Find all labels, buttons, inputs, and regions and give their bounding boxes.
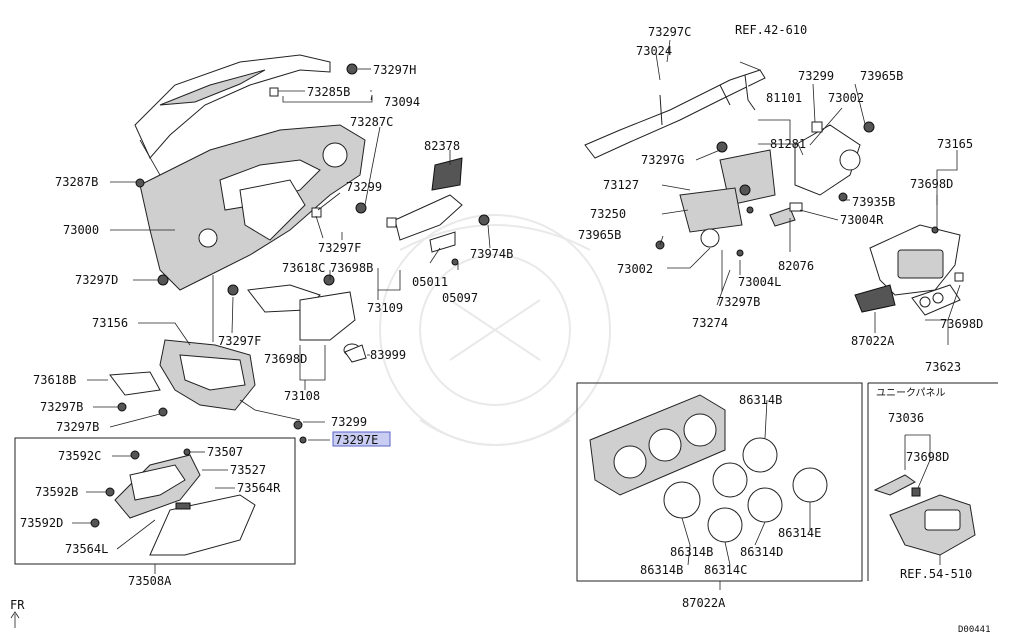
callout-labels: 73297H 73285B 73094 73287C 73287B 73000 … bbox=[10, 23, 991, 635]
label-fr: FR bbox=[10, 598, 25, 612]
label-73285B: 73285B bbox=[307, 85, 350, 99]
label-73002-top: 73002 bbox=[828, 91, 864, 105]
label-73564R: 73564R bbox=[237, 481, 281, 495]
label-82378: 82378 bbox=[424, 139, 460, 153]
label-73297F-mid: 73297F bbox=[318, 241, 361, 255]
label-73109: 73109 bbox=[367, 301, 403, 315]
center-console-frame bbox=[159, 339, 256, 411]
label-73156: 73156 bbox=[92, 316, 128, 330]
label-73287B: 73287B bbox=[55, 175, 98, 189]
label-73165: 73165 bbox=[937, 137, 973, 151]
label-73623: 73623 bbox=[925, 360, 961, 374]
label-05097: 05097 bbox=[442, 291, 478, 305]
label-73002-low: 73002 bbox=[617, 262, 653, 276]
label-86314B-bot: 86314B bbox=[640, 563, 683, 577]
label-73299-low: 73299 bbox=[331, 415, 367, 429]
label-73965B-top: 73965B bbox=[860, 69, 903, 83]
dashboard-main-panel bbox=[139, 124, 366, 291]
label-73299: 73299 bbox=[346, 180, 382, 194]
glovebox-parts bbox=[72, 448, 256, 574]
label-05011: 05011 bbox=[412, 275, 448, 289]
label-73698D-u: 73698D bbox=[906, 450, 949, 464]
label-73592D: 73592D bbox=[20, 516, 63, 530]
label-73297F-low: 73297F bbox=[218, 334, 261, 348]
label-73297G: 73297G bbox=[641, 153, 684, 167]
steering-support-member bbox=[584, 39, 766, 159]
label-73299-r: 73299 bbox=[798, 69, 834, 83]
label-73094: 73094 bbox=[384, 95, 420, 109]
side-panel-82378 bbox=[394, 157, 463, 253]
label-73297H: 73297H bbox=[373, 63, 416, 77]
label-73507: 73507 bbox=[207, 445, 243, 459]
label-73127: 73127 bbox=[603, 178, 639, 192]
label-81101: 81101 bbox=[766, 91, 802, 105]
label-73000: 73000 bbox=[63, 223, 99, 237]
label-73618B: 73618B bbox=[33, 373, 76, 387]
highlight-73297E bbox=[332, 431, 391, 447]
heater-control-87022A bbox=[854, 272, 964, 316]
unique-panel-parts bbox=[873, 434, 976, 565]
label-73698D: 73698D bbox=[264, 352, 307, 366]
label-83999: 83999 bbox=[370, 348, 406, 362]
label-73297B-a: 73297B bbox=[40, 400, 83, 414]
side-panel-73618C bbox=[247, 284, 356, 341]
leader-lines-left bbox=[87, 68, 491, 441]
label-73108: 73108 bbox=[284, 389, 320, 403]
label-73592B: 73592B bbox=[35, 485, 78, 499]
label-73508A: 73508A bbox=[128, 574, 172, 588]
front-direction-arrow bbox=[10, 611, 20, 628]
label-73698D-r: 73698D bbox=[910, 177, 953, 191]
center-bezel-and-vents bbox=[655, 141, 803, 257]
label-ref-54-510: REF.54-510 bbox=[900, 567, 972, 581]
unique-panel-inset bbox=[867, 382, 998, 581]
label-73024: 73024 bbox=[636, 44, 672, 58]
label-73036: 73036 bbox=[888, 411, 924, 425]
leader-lines-right bbox=[659, 83, 961, 345]
label-unique-panel: ユニークパネル bbox=[876, 387, 946, 399]
label-73297B-r: 73297B bbox=[717, 295, 760, 309]
label-73297B-b: 73297B bbox=[56, 420, 99, 434]
label-86314B-mid: 86314B bbox=[670, 545, 713, 559]
label-73004R: 73004R bbox=[840, 213, 884, 227]
heater-control-inset-box bbox=[576, 382, 863, 582]
label-86314D: 86314D bbox=[740, 545, 783, 559]
label-73935B: 73935B bbox=[852, 195, 895, 209]
label-73274: 73274 bbox=[692, 316, 728, 330]
label-73965B-low: 73965B bbox=[578, 228, 621, 242]
clips-left bbox=[109, 63, 490, 444]
label-73297D: 73297D bbox=[75, 273, 118, 287]
dashboard-upper-panel bbox=[134, 54, 331, 176]
audio-bezel-73002 bbox=[794, 121, 875, 202]
label-73297E: 73297E bbox=[335, 433, 378, 447]
label-73287C: 73287C bbox=[350, 115, 393, 129]
label-73297C: 73297C bbox=[648, 25, 691, 39]
label-73004L: 73004L bbox=[738, 275, 781, 289]
label-81281: 81281 bbox=[770, 137, 806, 151]
label-86314E: 86314E bbox=[778, 526, 821, 540]
label-73618C: 73618C bbox=[282, 261, 325, 275]
label-87022A-r: 87022A bbox=[851, 334, 895, 348]
label-73250: 73250 bbox=[590, 207, 626, 221]
label-73564L: 73564L bbox=[65, 542, 108, 556]
label-73592C: 73592C bbox=[58, 449, 101, 463]
label-73698B: 73698B bbox=[330, 261, 373, 275]
label-73974B: 73974B bbox=[470, 247, 513, 261]
label-73698D-r2: 73698D bbox=[940, 317, 983, 331]
watermark-emblem bbox=[379, 214, 611, 446]
label-73527: 73527 bbox=[230, 463, 266, 477]
label-87022A-bot: 87022A bbox=[682, 596, 726, 610]
heater-control-exploded bbox=[589, 394, 828, 590]
label-86314B-top: 86314B bbox=[739, 393, 782, 407]
label-82076: 82076 bbox=[778, 259, 814, 273]
label-86314C: 86314C bbox=[704, 563, 747, 577]
knob-83999 bbox=[343, 343, 367, 363]
label-ref-42-610: REF.42-610 bbox=[735, 23, 807, 37]
center-panel-73165 bbox=[869, 224, 961, 296]
label-diagram-code: D00441 bbox=[958, 625, 991, 635]
